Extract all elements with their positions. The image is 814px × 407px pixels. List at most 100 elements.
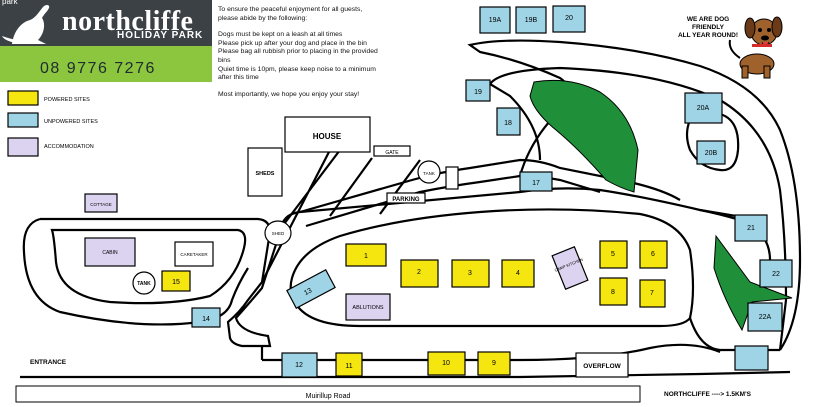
rules-intro: To ensure the peaceful enjoyment for all…: [218, 6, 363, 22]
site-3[interactable]: [451, 259, 490, 288]
site-18[interactable]: [496, 107, 521, 136]
site-17[interactable]: [519, 171, 553, 192]
cabin: [84, 237, 136, 267]
dog-notice-line: ALL YEAR ROUND!: [678, 32, 738, 39]
site-20a[interactable]: [684, 92, 723, 124]
rules-line: Dogs must be kept on a leash at all time…: [218, 31, 343, 39]
site-19-label: 19: [474, 89, 482, 96]
rules-line: Please bag all rubbish prior to placing …: [218, 48, 378, 64]
parking-label: PARKING: [392, 197, 420, 203]
entrance-label: ENTRANCE: [30, 359, 67, 366]
site-6-label: 6: [651, 251, 655, 258]
site-9[interactable]: [477, 351, 511, 376]
site-19b[interactable]: [515, 6, 547, 34]
site-6[interactable]: [639, 240, 668, 269]
dog-notice-line: WE ARE DOG: [687, 16, 729, 23]
gate: [373, 145, 411, 157]
site-19[interactable]: [465, 79, 491, 102]
kangaroo-icon: [2, 4, 50, 45]
tank-left-label: TANK: [137, 281, 151, 287]
site-22[interactable]: [759, 259, 793, 288]
site-15[interactable]: [161, 270, 191, 292]
site-21[interactable]: [734, 214, 768, 242]
site-22a-label: 22A: [759, 314, 772, 321]
overflow-label: OVERFLOW: [583, 363, 621, 370]
gate-label: GATE: [385, 150, 399, 156]
small-building: [445, 166, 459, 190]
site-12[interactable]: [281, 352, 318, 378]
site-21-label: 21: [747, 225, 755, 232]
brand-sub: HOLIDAY PARK: [117, 30, 204, 41]
site-7[interactable]: [639, 279, 666, 308]
shed: [264, 220, 292, 246]
green-area-east: [713, 234, 793, 332]
site-14-label: 14: [202, 316, 210, 323]
site-18-label: 18: [504, 120, 512, 127]
site-4[interactable]: [501, 259, 535, 288]
logo: park northcliffe HOLIDAY PARK 08 9776 72…: [0, 0, 212, 82]
site-unlabelled[interactable]: [734, 345, 769, 371]
tank-top: [417, 160, 441, 184]
muirillup-road: [15, 385, 641, 403]
ablutions: [345, 293, 391, 321]
legend-powered: POWERED SITES: [44, 97, 90, 103]
legend-swatch-powered: [7, 90, 39, 106]
site-20a-label: 20A: [697, 105, 710, 112]
site-3-label: 3: [468, 270, 472, 277]
site-20b[interactable]: [696, 140, 726, 165]
site-11-label: 11: [345, 363, 352, 370]
legend-accommodation: ACCOMMODATION: [44, 144, 94, 150]
site-22a[interactable]: [747, 302, 783, 332]
legend-unpowered: UNPOWERED SITES: [44, 119, 98, 125]
camp-kitchen: CAMP KITCHEN: [551, 246, 589, 290]
sheds-label: SHEDS: [256, 171, 275, 177]
rules-line: Please pick up after your dog and place …: [218, 39, 367, 47]
site-5[interactable]: [599, 240, 628, 269]
ablutions-label: ABLUTIONS: [352, 305, 384, 311]
green-area-north: [529, 79, 639, 193]
site-2-label: 2: [417, 269, 421, 276]
site-1[interactable]: [345, 243, 387, 267]
site-13[interactable]: 13: [286, 269, 336, 309]
tank-left: [132, 271, 156, 295]
cabin-label: CABIN: [102, 250, 118, 256]
dog-notice-line: FRIENDLY: [692, 24, 725, 31]
cottage: [84, 193, 118, 213]
site-20b-label: 20B: [705, 150, 718, 157]
site-19a-label: 19A: [489, 17, 502, 24]
tank-top-label: TANK: [423, 171, 435, 176]
site-11[interactable]: [335, 352, 363, 377]
rules-line: Quiet time is 10pm, please keep noise to…: [218, 65, 376, 82]
cottage-label: COTTAGE: [90, 202, 111, 207]
rules-closing: Most importantly, we hope you enjoy your…: [218, 90, 360, 98]
brand-name: northcliffe: [62, 6, 194, 37]
site-19a[interactable]: [479, 6, 511, 34]
site-20[interactable]: [552, 5, 586, 33]
house: [284, 116, 371, 153]
site-19b-label: 19B: [525, 17, 538, 24]
shed-label: SHED: [272, 231, 285, 236]
site-10[interactable]: [427, 351, 466, 376]
site-10-label: 10: [442, 360, 450, 367]
overflow: [575, 352, 629, 378]
house-label: HOUSE: [313, 132, 342, 141]
site-1-label: 1: [364, 253, 368, 260]
site-14[interactable]: [191, 307, 221, 328]
site-2[interactable]: [400, 259, 439, 288]
legend-swatch-accommodation: [7, 137, 39, 157]
site-15-label: 15: [172, 279, 180, 286]
caretaker-label: CARETAKER: [180, 252, 208, 257]
site-4-label: 4: [516, 270, 520, 277]
parking: [386, 192, 426, 204]
site-9-label: 9: [492, 360, 496, 367]
site-8-label: 8: [611, 289, 615, 296]
site-20-label: 20: [565, 15, 573, 22]
site-8[interactable]: [599, 277, 628, 306]
road-label: Muirillup Road: [306, 393, 351, 400]
site-12-label: 12: [295, 362, 303, 369]
logo-park-text: park: [2, 0, 18, 6]
dog-icon: [728, 16, 783, 79]
site-22-label: 22: [772, 271, 780, 278]
park-rules: To ensure the peaceful enjoyment for all…: [218, 6, 378, 107]
